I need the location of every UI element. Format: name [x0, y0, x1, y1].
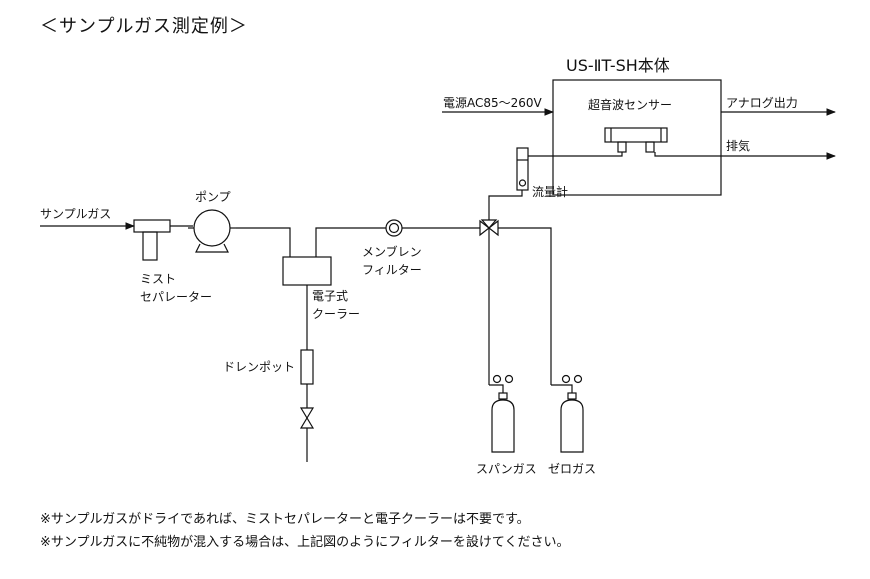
- pump-label: ポンプ: [195, 190, 231, 204]
- electronic-cooler-box: [282, 256, 332, 286]
- membrane-filter-label-2: フィルター: [362, 263, 422, 277]
- flowmeter-label: 流量計: [532, 185, 569, 199]
- pipe-cooler-filter: [315, 227, 386, 257]
- pump-icon: [188, 209, 236, 253]
- exhaust-label: 排気: [726, 139, 751, 153]
- flowmeter-icon: [516, 147, 529, 191]
- mist-separator-label-2: セパレーター: [140, 290, 213, 304]
- exhaust-line: [654, 152, 836, 160]
- drain-pot-label: ドレンポット: [223, 360, 296, 374]
- zero-gas-cylinder-icon: [551, 374, 584, 453]
- flowmeter-pipe: [488, 190, 523, 220]
- drain-valve-icon: [299, 407, 315, 429]
- sensor-label: 超音波センサー: [588, 98, 673, 112]
- note-1: ※サンプルガスがドライであれば、ミストセパレーターと電子クーラーは不要です。: [40, 512, 530, 527]
- mist-separator-icon: [133, 219, 171, 261]
- note-2: ※サンプルガスに不純物が混入する場合は、上記図のようにフィルターを設けてください…: [40, 535, 570, 550]
- mist-separator-label-1: ミスト: [140, 272, 177, 286]
- membrane-filter-icon: [385, 219, 403, 237]
- pipe-pump-cooler: [236, 227, 291, 257]
- drain-pot-box: [300, 349, 314, 385]
- main-unit-box: [552, 79, 722, 196]
- ultrasonic-sensor-icon: [604, 127, 668, 153]
- main-unit-title: US-ⅡT-SH本体: [566, 56, 670, 75]
- cooler-label-1: 電子式: [312, 289, 349, 303]
- sample-gas-label: サンプルガス: [40, 207, 112, 221]
- cooler-label-2: クーラー: [312, 307, 361, 321]
- sensor-inlet-pipe: [528, 152, 623, 157]
- analog-out-label: アナログ出力: [726, 96, 798, 110]
- zero-gas-label: ゼロガス: [548, 462, 597, 476]
- pipe-valve-zero: [498, 227, 552, 385]
- span-gas-label: スパンガス: [476, 462, 537, 476]
- page-title: ＜サンプルガス測定例＞: [40, 16, 248, 37]
- span-gas-cylinder-icon: [489, 374, 515, 453]
- power-label: 電源AC85～260V: [443, 96, 542, 110]
- membrane-filter-label-1: メンブレン: [362, 245, 422, 259]
